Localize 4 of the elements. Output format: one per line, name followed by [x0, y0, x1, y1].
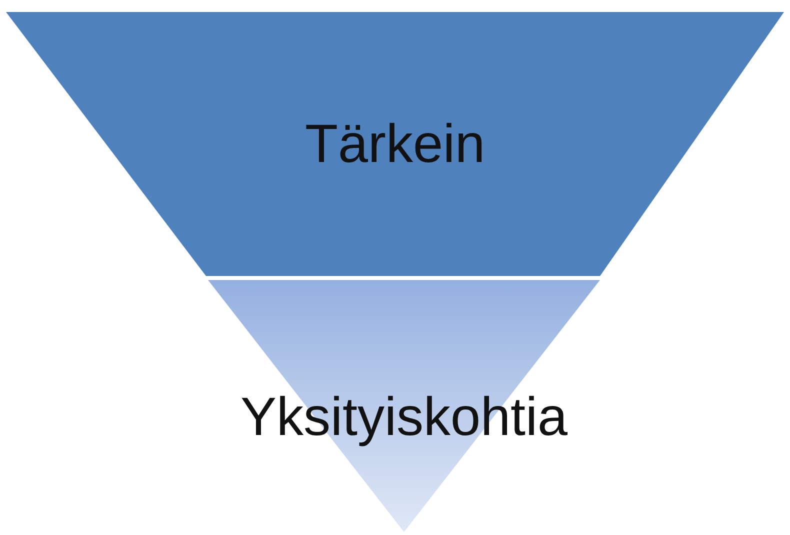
band-label: Tärkein [304, 117, 486, 171]
band-label: Yksityiskohtia [240, 390, 568, 444]
trapezoid-band [6, 12, 784, 276]
triangle-band [208, 280, 600, 532]
